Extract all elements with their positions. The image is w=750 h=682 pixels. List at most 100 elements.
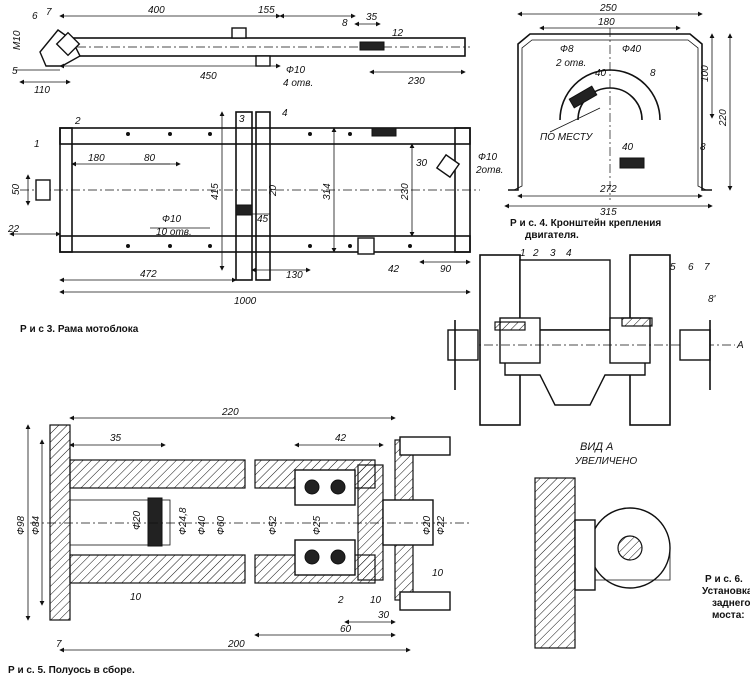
dim-20: 20 xyxy=(268,184,279,197)
fig4-caption-2: двигателя. xyxy=(525,230,579,241)
part-6: 6 xyxy=(32,11,38,22)
dim-472: 472 xyxy=(140,269,157,280)
hole-dia: Ф10 xyxy=(286,65,306,76)
dia-40: Ф40 xyxy=(197,515,208,535)
fig6-caption-2: Установка xyxy=(702,586,750,597)
fig4-motor-bracket: 250 180 Ф8 2 отв. Ф40 40 8 100 220 ПО МЕ… xyxy=(504,3,733,241)
flange xyxy=(49,424,71,621)
dim-2: 2 xyxy=(337,595,344,606)
dia-25: Ф25 xyxy=(312,515,323,535)
stub-shaft xyxy=(382,499,434,546)
dia-52: Ф52 xyxy=(268,515,279,535)
dim-1000: 1000 xyxy=(234,296,257,307)
stud-bottom xyxy=(399,591,451,611)
part-6: 6 xyxy=(688,262,694,273)
part-1: 1 xyxy=(520,248,526,259)
dia-84: Ф84 xyxy=(31,515,42,535)
part-4: 4 xyxy=(282,108,288,119)
dim-8: 8 xyxy=(700,142,706,153)
stud-top xyxy=(399,436,451,456)
fig3-plan-view: 1 2 3 4 180 80 50 22 415 314 20 45 230 3… xyxy=(7,108,503,335)
dim-10: 10 xyxy=(130,592,142,603)
dia-40: Ф40 xyxy=(622,44,642,55)
angle-piece xyxy=(435,153,461,179)
hole-count-2: 2отв. xyxy=(475,165,503,176)
dim-110: 110 xyxy=(34,85,50,96)
dim-130: 130 xyxy=(286,270,303,281)
tube-top xyxy=(69,459,246,489)
dim-415: 415 xyxy=(210,183,221,200)
fig6-caption-3: заднего xyxy=(712,598,750,609)
dim-314: 314 xyxy=(322,183,333,200)
square-tube xyxy=(357,237,375,255)
hole-dia-8: Ф8 xyxy=(560,44,574,55)
dim-220: 220 xyxy=(221,407,239,418)
frame-top-rail xyxy=(59,127,471,145)
dim-7: 7 xyxy=(56,639,62,650)
fig3-side-view: 400 155 35 12 450 110 230 М10 Ф10 4 отв.… xyxy=(12,5,470,96)
dim-35: 35 xyxy=(366,12,378,23)
note-in-place: ПО МЕСТУ xyxy=(540,132,594,143)
arc-cutout xyxy=(559,69,661,121)
frame-bottom-rail xyxy=(59,235,471,253)
dim-60: 60 xyxy=(340,624,352,635)
dim-42: 42 xyxy=(388,264,400,275)
dim-100: 100 xyxy=(700,65,711,82)
part-2: 2 xyxy=(532,248,539,259)
dim-30: 30 xyxy=(378,610,390,621)
dim-10b: 10 xyxy=(432,568,444,579)
dim-40b: 40 xyxy=(622,142,634,153)
dia-22: Ф22 xyxy=(436,515,447,535)
seal xyxy=(357,464,384,581)
dim-10c: 10 xyxy=(370,595,382,606)
plate-45 xyxy=(235,204,253,216)
part-3: 3 xyxy=(550,248,556,259)
part-4: 4 xyxy=(566,248,572,259)
dim-272: 272 xyxy=(599,184,617,195)
dim-40: 40 xyxy=(595,68,607,79)
dim-30: 30 xyxy=(416,158,428,169)
hole-count: 4 отв. xyxy=(283,78,313,89)
arrow-a: А xyxy=(736,340,744,351)
dia-98: Ф98 xyxy=(16,515,27,535)
axle-shaft xyxy=(69,499,171,546)
bearing-top xyxy=(294,469,356,506)
hole-count: 2 отв. xyxy=(555,58,586,69)
hole-dia-2: Ф10 xyxy=(478,152,498,163)
dim-400: 400 xyxy=(148,5,165,16)
fig6-caption-1: Р и с. 6. xyxy=(705,574,743,585)
dia-20b: Ф20 xyxy=(422,515,433,535)
dim-315: 315 xyxy=(600,207,617,218)
hole-count: 10 отв. xyxy=(156,227,192,238)
hole-dia: Ф10 xyxy=(162,214,182,225)
view-a-title: ВИД А xyxy=(580,441,613,453)
spring xyxy=(147,497,163,547)
part-2: 2 xyxy=(74,116,81,127)
dim-35: 35 xyxy=(110,433,122,444)
dim-200: 200 xyxy=(227,639,245,650)
part-7: 7 xyxy=(46,7,52,18)
dim-90: 90 xyxy=(440,264,452,275)
dim-80: 80 xyxy=(144,153,156,164)
fig4-caption-1: Р и с. 4. Кронштейн крепления xyxy=(510,218,661,229)
nut-7 xyxy=(55,31,81,57)
slot-3 xyxy=(359,41,385,51)
dim-230: 230 xyxy=(400,183,411,201)
dim-180: 180 xyxy=(598,17,615,28)
fig5-caption: Р и с. 5. Полуось в сборе. xyxy=(8,664,135,676)
part-3: 3 xyxy=(239,114,245,125)
plate-top xyxy=(371,127,397,137)
dim-50: 50 xyxy=(11,183,22,195)
slot-2 xyxy=(255,55,271,67)
view-a-wheel xyxy=(534,477,576,649)
dim-45: 45 xyxy=(257,214,269,225)
tube-bottom xyxy=(69,554,246,584)
cross-member-3 xyxy=(235,111,253,281)
dim-155: 155 xyxy=(258,5,275,16)
part-8: 8 xyxy=(650,68,656,79)
dim-180: 180 xyxy=(88,153,105,164)
bearing-bottom xyxy=(294,539,356,576)
fig6-rear-axle-installation: 1 2 3 4 5 6 7 8' А ВИД А УВЕЛИЧЕНО Р и с… xyxy=(447,248,750,649)
dia-20: Ф20 xyxy=(132,510,143,530)
